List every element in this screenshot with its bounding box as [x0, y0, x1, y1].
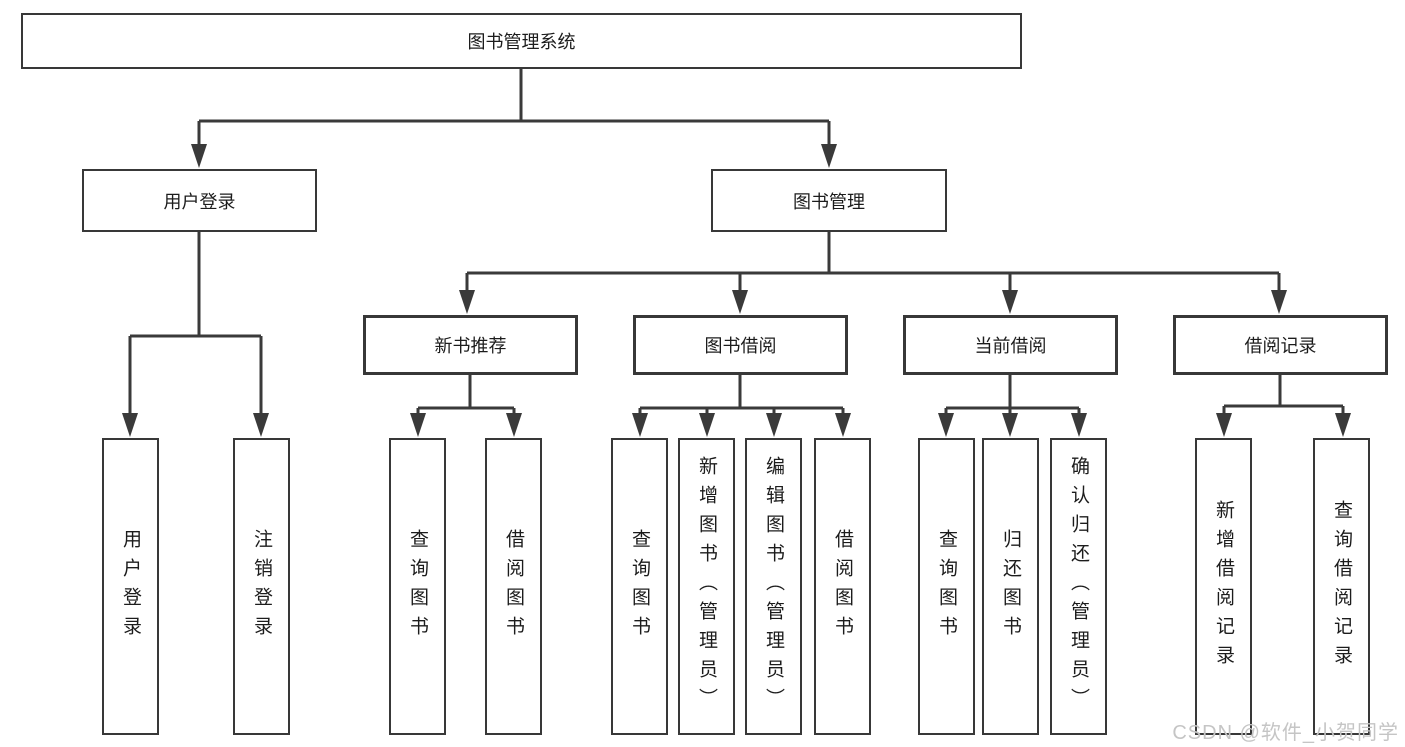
- node-newbook-query-books: 查询图书: [389, 438, 446, 735]
- node-current-borrowing: 当前借阅: [903, 315, 1118, 375]
- node-borrow-borrow-books: 借阅图书: [814, 438, 871, 735]
- node-borrow-add-books-admin: 新增图书（管理员）: [678, 438, 735, 735]
- node-newbook-borrow-books: 借阅图书: [485, 438, 542, 735]
- node-current-query-books: 查询图书: [918, 438, 975, 735]
- node-book-management: 图书管理: [711, 169, 947, 232]
- node-borrowing-records: 借阅记录: [1173, 315, 1388, 375]
- node-records-query-borrow-record: 查询借阅记录: [1313, 438, 1370, 735]
- csdn-watermark: CSDN @软件_小贺同学: [1172, 722, 1399, 744]
- node-new-book-recommendation: 新书推荐: [363, 315, 578, 375]
- node-logout-action: 注销登录: [233, 438, 290, 735]
- node-current-return-books: 归还图书: [982, 438, 1039, 735]
- node-user-login-action: 用户登录: [102, 438, 159, 735]
- node-records-add-borrow-record: 新增借阅记录: [1195, 438, 1252, 735]
- node-book-borrowing: 图书借阅: [633, 315, 848, 375]
- node-user-login: 用户登录: [82, 169, 317, 232]
- node-library-management-system: 图书管理系统: [21, 13, 1022, 69]
- node-borrow-query-books: 查询图书: [611, 438, 668, 735]
- node-current-confirm-return-admin: 确认归还（管理员）: [1050, 438, 1107, 735]
- node-borrow-edit-books-admin: 编辑图书（管理员）: [745, 438, 802, 735]
